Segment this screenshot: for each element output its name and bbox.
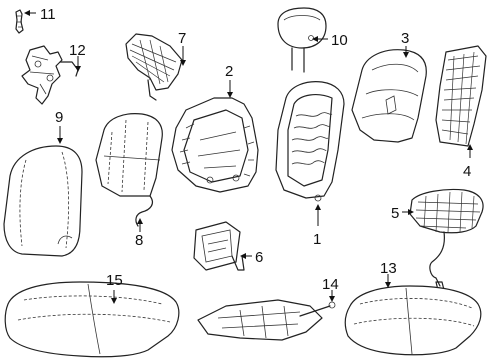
leader-13 (385, 274, 391, 288)
leader-4 (467, 144, 473, 158)
callout-2: 2 (225, 63, 233, 80)
part-14-sensor-pad (197, 299, 336, 341)
part-7-back-panel (125, 33, 183, 101)
leader-5 (402, 209, 414, 215)
part-12-bracket (21, 45, 79, 105)
callout-4: 4 (463, 163, 471, 180)
callout-12: 12 (69, 42, 86, 59)
part-6-module (193, 221, 245, 271)
part-9-cushion-foam (3, 145, 83, 257)
part-11-clip (15, 9, 24, 34)
leader-15 (111, 290, 117, 304)
callout-6: 6 (255, 249, 263, 266)
leader-12 (75, 56, 81, 72)
callout-13: 13 (380, 260, 397, 277)
leader-8 (137, 218, 143, 232)
callout-7: 7 (178, 30, 186, 47)
part-8-backrest-pad (95, 113, 163, 227)
leader-3 (403, 46, 409, 58)
part-2-seat-frame (171, 97, 259, 193)
part-15-cushion-cover (4, 281, 180, 358)
part-3-backrest-cover (351, 49, 427, 143)
leader-1 (315, 204, 321, 226)
leader-11 (24, 10, 36, 16)
callout-14: 14 (322, 276, 339, 293)
callout-15: 15 (106, 272, 123, 289)
callout-5: 5 (391, 205, 399, 222)
callout-11: 11 (40, 6, 56, 23)
part-5-mesh-mat (409, 188, 484, 291)
part-1-backrest-frame (275, 81, 345, 202)
callout-3: 3 (401, 30, 409, 47)
part-10-headrest (277, 7, 327, 73)
leader-6 (240, 253, 252, 259)
leader-7 (180, 46, 186, 66)
leader-9 (57, 126, 63, 144)
callout-9: 9 (55, 109, 63, 126)
leader-2 (227, 80, 233, 98)
part-4-rear-panel (435, 45, 487, 147)
leader-14 (329, 290, 335, 302)
callout-8: 8 (135, 232, 143, 249)
callout-10: 10 (331, 32, 348, 49)
leader-10 (312, 36, 328, 42)
callout-1: 1 (313, 231, 321, 248)
part-13-seat-cushion (344, 285, 482, 356)
